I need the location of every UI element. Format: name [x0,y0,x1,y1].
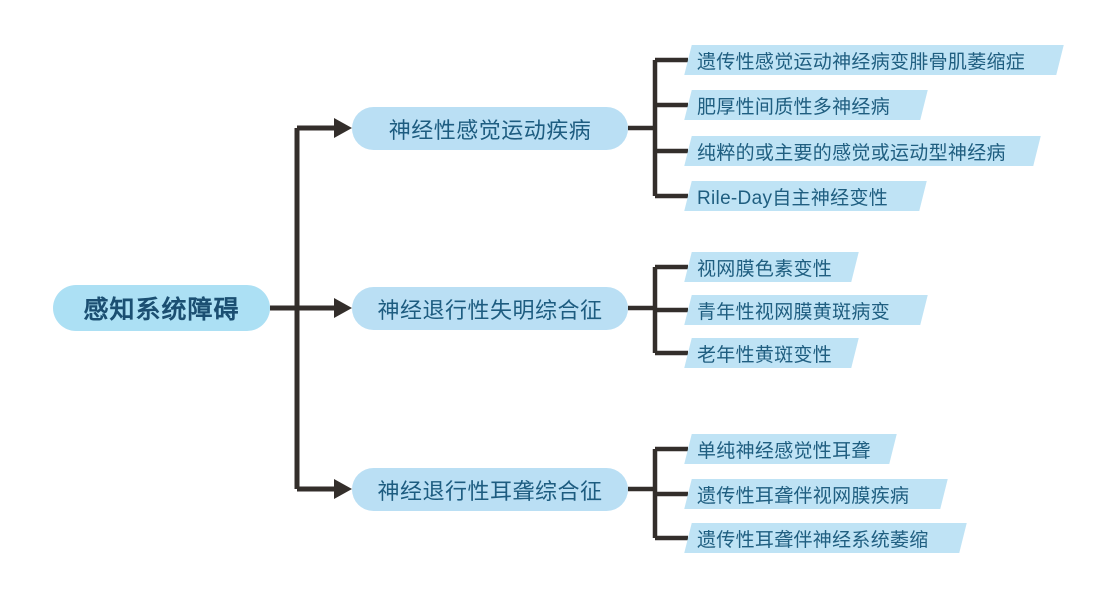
leaf-node-1-4-label: Rile-Day自主神经变性 [697,187,889,209]
leaf-node-3-2[interactable]: 遗传性耳聋伴视网膜疾病 [684,479,948,509]
leaf-node-2-3-label: 老年性黄斑变性 [697,344,833,366]
leaf-node-3-2-label: 遗传性耳聋伴视网膜疾病 [697,485,910,507]
arrow-head-branch-1 [334,118,352,138]
leaf-node-3-1-label: 单纯神经感觉性耳聋 [697,440,871,462]
arrow-head-branch-3 [334,479,352,499]
branch-node-2-label: 神经退行性失明综合征 [377,297,603,323]
leaf-node-1-1-label: 遗传性感觉运动神经病变腓骨肌萎缩症 [697,51,1026,73]
branch-node-2[interactable]: 神经退行性失明综合征 [352,287,628,330]
leaf-node-2-2[interactable]: 青年性视网膜黄斑病变 [684,295,928,325]
leaf-node-1-4[interactable]: Rile-Day自主神经变性 [684,181,927,211]
leaf-node-2-3[interactable]: 老年性黄斑变性 [684,338,859,368]
arrow-head-branch-2 [334,298,352,318]
root-node[interactable]: 感知系统障碍 [53,285,270,331]
branch-node-1-label: 神经性感觉运动疾病 [388,117,592,143]
leaf-node-2-1[interactable]: 视网膜色素变性 [684,252,859,282]
leaf-node-2-1-label: 视网膜色素变性 [697,258,833,280]
branch-node-3[interactable]: 神经退行性耳聋综合征 [352,468,628,511]
leaf-node-1-1[interactable]: 遗传性感觉运动神经病变腓骨肌萎缩症 [684,45,1064,75]
leaf-node-2-2-label: 青年性视网膜黄斑病变 [697,301,891,323]
leaf-node-3-3-label: 遗传性耳聋伴神经系统萎缩 [697,529,929,551]
root-node-label: 感知系统障碍 [83,296,240,324]
leaf-node-3-3[interactable]: 遗传性耳聋伴神经系统萎缩 [684,523,967,553]
leaf-node-3-1[interactable]: 单纯神经感觉性耳聋 [684,434,897,464]
branch-node-1[interactable]: 神经性感觉运动疾病 [352,107,628,150]
leaf-node-1-2-label: 肥厚性间质性多神经病 [697,96,891,118]
leaf-node-1-3[interactable]: 纯粹的或主要的感觉或运动型神经病 [684,136,1041,166]
branch-node-3-label: 神经退行性耳聋综合征 [377,478,603,504]
leaf-node-1-3-label: 纯粹的或主要的感觉或运动型神经病 [697,142,1006,164]
leaf-node-1-2[interactable]: 肥厚性间质性多神经病 [684,90,928,120]
